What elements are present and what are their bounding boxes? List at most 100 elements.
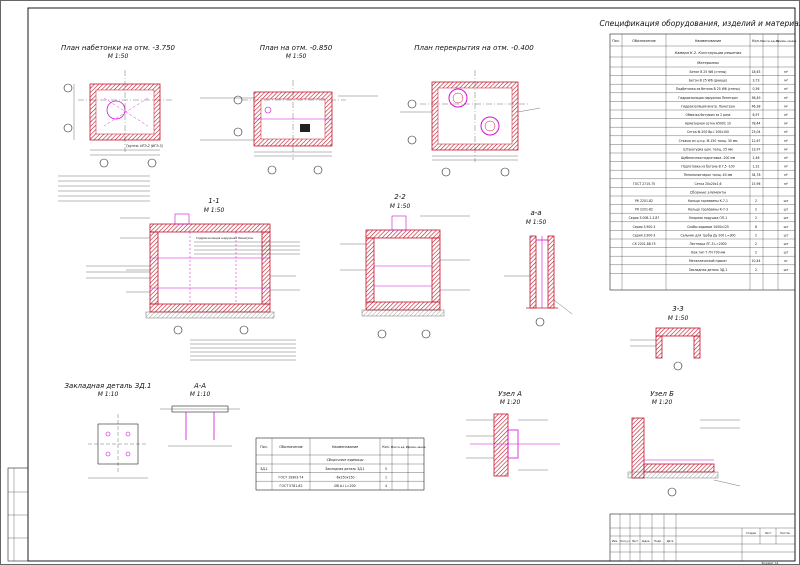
plan-3-view: План перекрытия на отм. -0.400: [400, 44, 541, 177]
spec-row-unit: шт: [784, 199, 789, 203]
spec-row-qty: 8: [755, 225, 757, 229]
spec-row-oboz: Серия 3.900-3: [633, 225, 656, 229]
spec-row-qty: 15,96: [752, 182, 761, 186]
spec-row-unit: м²: [784, 147, 788, 151]
spec-row-qty: 46,38: [752, 104, 761, 108]
spec-row-qty: 10,44: [752, 259, 761, 263]
title-block: Изм. Кол.уч Лист №док. Подп. Дата Стадия…: [609, 513, 796, 565]
plan-2-view: План на отм. -0.850 М 1:50: [200, 44, 378, 175]
spec-row-qty: 1,31: [753, 165, 760, 169]
spec-h-note: Приме-чание: [776, 39, 797, 43]
spec-row-unit: шт: [784, 225, 789, 229]
spec-row-name: Кольцо горловины К-7-3: [688, 208, 728, 212]
spec-row-name: Бетон В 25 W6 (стены): [689, 70, 726, 74]
a-a-detail-view: А-А М 1:10: [160, 382, 240, 447]
spec-row-unit: шт: [784, 251, 789, 255]
spec-row-qty: 18,63: [752, 70, 761, 74]
binding-column: [7, 467, 29, 562]
spec-row-unit: шт: [784, 242, 789, 246]
embed-row-pos: ЗД.1: [260, 467, 268, 471]
spec-row-name: Сетка 20х20х1,6: [694, 182, 721, 186]
spec-row-qty: 23,04: [752, 130, 761, 134]
spec-row-name: Гидроизоляция внутр. Пенетрон: [681, 104, 735, 108]
section-2-2-scale: М 1:50: [390, 203, 411, 210]
spec-row-unit: шт: [784, 208, 789, 212]
embed-detail-view: Закладная деталь ЗД.1 М 1:10: [65, 382, 152, 479]
stamp-col-date: Дата: [667, 539, 674, 543]
stamp-col-list: Лист: [632, 539, 639, 543]
embed-h-pos: Поз.: [260, 445, 268, 449]
spec-row-unit: м²: [784, 122, 788, 126]
section-3-3-title: 3-3: [672, 305, 683, 313]
spec-h-mass: Масса ед. кг: [760, 39, 780, 43]
spec-row-unit: м²: [784, 139, 788, 143]
spec-row-name: Закладная деталь ЗД.1: [689, 268, 727, 272]
embed-spec-table: Поз. Обозначение Наименование Кол. Масса…: [255, 437, 426, 491]
embed-row-name: Закладная деталь ЗД.1: [325, 467, 365, 471]
embed-h-oboz: Обозначение: [279, 445, 303, 449]
spec-row-name: Люк тип Т ЛЧ 700 мм: [691, 251, 726, 255]
embed-row-oboz: ГОСТ 19903-74: [279, 476, 304, 480]
section-1-1-view: 1-1 М 1:50 Гидроизоляция наружная Пенетр…: [86, 197, 300, 361]
spec-row-qty: 34,78: [752, 173, 761, 177]
section-3-3-view: 3-3 М 1:50: [630, 305, 701, 371]
spec-h-qty: Кол.: [752, 39, 760, 43]
plan-3-title: План перекрытия на отм. -0.400: [414, 44, 534, 52]
section-a-a-view: а-а М 1:50: [504, 209, 573, 327]
embed-row-qty: 5: [385, 467, 387, 471]
spec-row-name: Скобы ходовые 1000x125: [687, 225, 729, 229]
stamp-col-izm: Изм.: [612, 539, 618, 543]
plan-1-note: Грунты: ИГЭ-2 (ИГЭ-3): [126, 144, 163, 148]
spec-row-name: Подбетонка из бетона В 25 W6 (стены): [676, 87, 740, 91]
embed-row-qty: 4: [385, 484, 387, 488]
section-a-a-scale: М 1:50: [526, 219, 547, 226]
aa-scale: М 1:10: [190, 391, 211, 398]
node-a-scale: М 1:20: [500, 399, 521, 406]
embed-h-mass: Масса ед. кг: [391, 445, 410, 449]
embed-section: Сборочные единицы: [327, 458, 364, 462]
spec-row-qty: 2: [755, 268, 757, 272]
embed-title: Закладная деталь ЗД.1: [65, 382, 152, 390]
spec-row-name: Бетон В 25 W6 (днище): [689, 79, 727, 83]
stamp-format: Формат А1: [761, 561, 778, 565]
spec-row-unit: м²: [784, 113, 788, 117]
plan-2-scale: М 1:50: [286, 53, 307, 60]
node-a-title: Узел А: [498, 390, 522, 398]
node-b-title: Узел Б: [650, 390, 674, 398]
section-2-2-title: 2-2: [394, 193, 406, 201]
spec-row-name: Кольцо горловины К-7-1: [688, 199, 728, 203]
stamp-col-doc: №док.: [642, 540, 651, 543]
spec-h-pos: Поз.: [612, 39, 620, 43]
spec-row-name: Металлический прокат: [689, 259, 727, 263]
spec-row-qty: 12,67: [752, 139, 761, 143]
spec-row-unit: м²: [784, 173, 788, 177]
node-a-view: Узел А М 1:20: [466, 390, 560, 477]
spec-row-name: Подготовка из бетона В 7,5 -100: [681, 165, 734, 169]
spec-row-unit: кг: [784, 259, 788, 263]
spec-row-unit: м²: [784, 96, 788, 100]
spec-row-qty: 56,49: [752, 96, 761, 100]
spec-row-qty: 2: [755, 208, 757, 212]
node-b-view: Узел Б М 1:20: [627, 390, 741, 497]
spec-row-name: Штукатурка цем. толщ. 25 мм: [683, 147, 733, 151]
spec-row-unit: м³: [784, 70, 788, 74]
spec-section-3: Сборные элементы: [690, 190, 727, 194]
spec-row-oboz: Серия 3.006.1-2.87: [629, 216, 660, 220]
spec-row-unit: м³: [784, 165, 788, 169]
section-a-a-title: а-а: [530, 209, 541, 217]
stamp-col-sign: Подп.: [654, 539, 662, 543]
spec-row-oboz: СК 2201-88.75: [632, 242, 655, 246]
spec-section-2: Материалы: [697, 61, 719, 65]
spec-row-unit: шт: [784, 268, 789, 272]
spec-h-oboz: Обозначение: [632, 39, 656, 43]
spec-row-qty: 6,97: [753, 113, 760, 117]
spec-h-name: Наименование: [695, 39, 721, 43]
spec-row-name: Пенополистирол толщ. 40 мм: [684, 173, 733, 177]
embed-scale: М 1:10: [98, 391, 119, 398]
spec-row-name: Щебеночная подготовка -200 мм: [681, 156, 736, 160]
spec-row-qty: 2: [755, 216, 757, 220]
embed-h-name: Наименование: [332, 445, 358, 449]
spec-row-name: Обмазка битумом за 2 раза: [686, 113, 731, 117]
stamp-sheets: Листов: [780, 531, 790, 535]
